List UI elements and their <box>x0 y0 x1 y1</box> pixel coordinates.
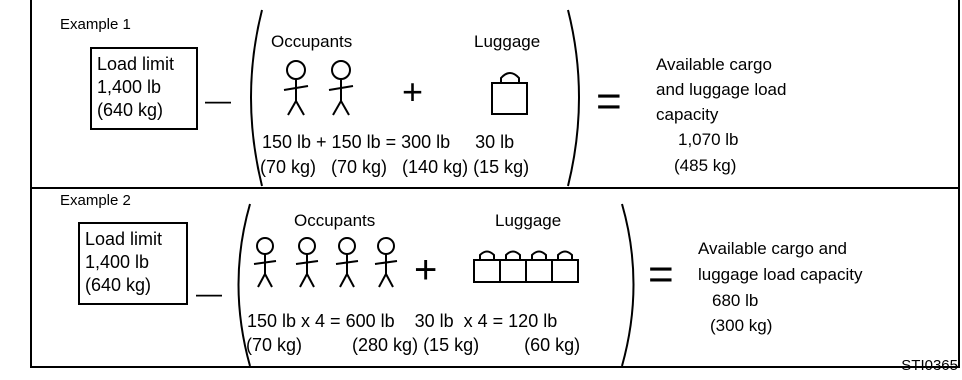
example1-minus-sign: — <box>205 85 231 115</box>
example2-luggage-label: Luggage <box>495 211 562 230</box>
example2-person-icon-2 <box>295 237 319 288</box>
example1-right-paren <box>567 9 580 187</box>
example1-result-kg: (485 kg) <box>674 156 737 175</box>
figure-frame <box>30 0 960 368</box>
example1-weights-lb: 150 lb + 150 lb = 300 lb 30 lb <box>262 132 515 152</box>
example2-luggage-icon-1 <box>473 250 501 283</box>
example1-result-line1: Available cargo <box>656 55 772 74</box>
example2-left-paren <box>237 203 251 367</box>
example2-result-line2: luggage load capacity <box>698 265 863 284</box>
example2-right-paren <box>621 203 635 367</box>
example1-load-limit-kg: (640 kg) <box>97 100 164 120</box>
example2-person-icon-4 <box>374 237 398 288</box>
example1-load-limit-lb: 1,400 lb <box>97 77 162 97</box>
example1-result-lb: 1,070 lb <box>678 130 739 149</box>
example1-equals-sign: = <box>596 77 622 126</box>
example2-luggage-icon-4 <box>551 250 579 283</box>
example2-person-icon-3 <box>335 237 359 288</box>
example2-load-limit-box: Load limit 1,400 lb (640 kg) <box>78 222 188 305</box>
example2-load-limit-kg: (640 kg) <box>85 275 152 295</box>
example2-load-limit-lb: 1,400 lb <box>85 252 150 272</box>
example1-title: Example 1 <box>60 16 131 33</box>
example1-person-icon-2 <box>328 60 354 116</box>
example1-occupants-label: Occupants <box>271 32 353 51</box>
figure-code: STI0365 <box>901 357 958 374</box>
example2-result-kg: (300 kg) <box>710 316 773 335</box>
example2-luggage-icon-3 <box>525 250 553 283</box>
example2-occupants-label: Occupants <box>294 211 376 230</box>
example2-equals-sign: = <box>648 250 674 299</box>
example1-load-limit-box: Load limit 1,400 lb (640 kg) <box>90 47 198 130</box>
example2-weights-kg: (70 kg) (280 kg) (15 kg) (60 kg) <box>246 335 581 355</box>
example2-load-limit-label: Load limit <box>85 229 163 249</box>
example2-result-line1: Available cargo and <box>698 239 848 258</box>
example-separator <box>30 187 960 189</box>
example2-weights-lb: 150 lb x 4 = 600 lb 30 lb x 4 = 120 lb <box>247 311 558 331</box>
example2-minus-sign: — <box>196 278 222 308</box>
example1-person-icon-1 <box>283 60 309 116</box>
example1-result-line3: capacity <box>656 105 719 124</box>
example1-luggage-label: Luggage <box>474 32 541 51</box>
example2-result-lb: 680 lb <box>712 291 759 310</box>
example1-weights-kg: (70 kg) (70 kg) (140 kg) (15 kg) <box>260 157 530 177</box>
example2-luggage-icon-2 <box>499 250 527 283</box>
example2-title: Example 2 <box>60 192 131 209</box>
example1-left-paren <box>250 9 263 187</box>
example1-plus-sign: + <box>402 71 424 112</box>
example2-plus-sign: + <box>414 248 438 292</box>
example2-person-icon-1 <box>253 237 277 288</box>
example1-luggage-icon <box>491 72 528 115</box>
example1-load-limit-label: Load limit <box>97 54 175 74</box>
example1-result-line2: and luggage load <box>656 80 787 99</box>
